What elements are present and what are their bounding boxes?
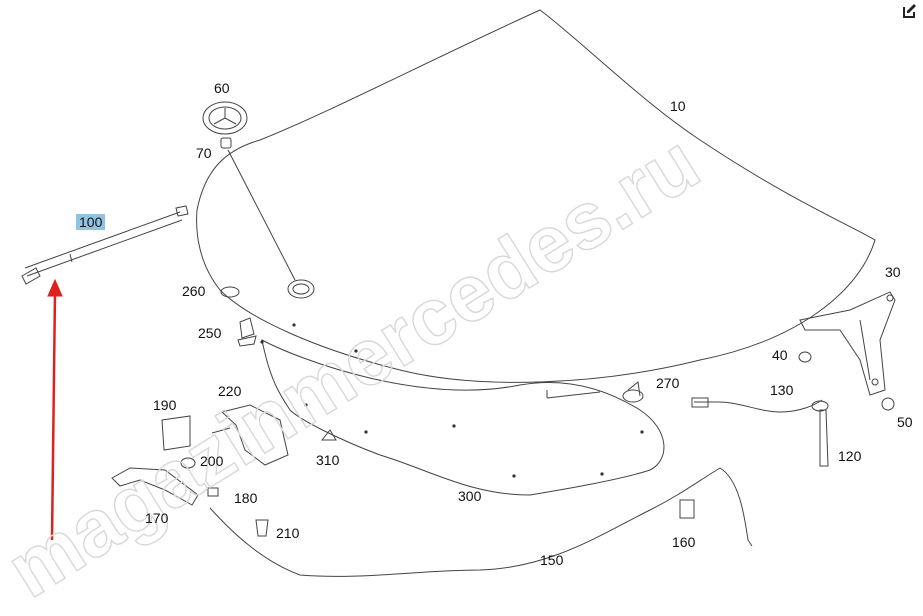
hinge-drawing	[799, 291, 896, 396]
callout-60[interactable]: 60	[214, 80, 230, 96]
callout-70[interactable]: 70	[196, 145, 212, 161]
emblem-drawing	[202, 101, 248, 135]
callout-200[interactable]: 200	[200, 453, 224, 469]
callout-210[interactable]: 210	[276, 525, 300, 541]
callout-300[interactable]: 300	[458, 488, 482, 504]
callout-10[interactable]: 10	[670, 98, 686, 114]
release-rod-drawing	[819, 409, 829, 467]
release-lever-drawing	[111, 467, 199, 506]
callout-100[interactable]: 100	[76, 214, 106, 230]
callout-170[interactable]: 170	[145, 510, 169, 526]
hole-markers	[260, 323, 644, 478]
hood-outline	[196, 9, 876, 383]
latch-drawing	[220, 404, 289, 466]
callout-220[interactable]: 220	[218, 383, 242, 399]
edit-icon[interactable]	[901, 2, 919, 20]
callout-150[interactable]: 150	[540, 552, 564, 568]
callout-270[interactable]: 270	[656, 375, 680, 391]
hood-inner-frame	[261, 339, 665, 496]
callout-180[interactable]: 180	[234, 490, 258, 506]
callout-310[interactable]: 310	[316, 452, 340, 468]
callout-130[interactable]: 130	[770, 382, 794, 398]
release-cable-drawing	[209, 467, 753, 577]
gas-strut-drawing	[21, 205, 189, 285]
callout-30[interactable]: 30	[885, 264, 901, 280]
red-pointer-arrow	[47, 278, 63, 541]
callout-50[interactable]: 50	[897, 414, 913, 430]
callout-40[interactable]: 40	[772, 347, 788, 363]
callout-160[interactable]: 160	[672, 534, 696, 550]
callout-190[interactable]: 190	[153, 397, 177, 413]
callout-260[interactable]: 260	[182, 283, 206, 299]
callout-120[interactable]: 120	[838, 448, 862, 464]
callout-250[interactable]: 250	[198, 325, 222, 341]
